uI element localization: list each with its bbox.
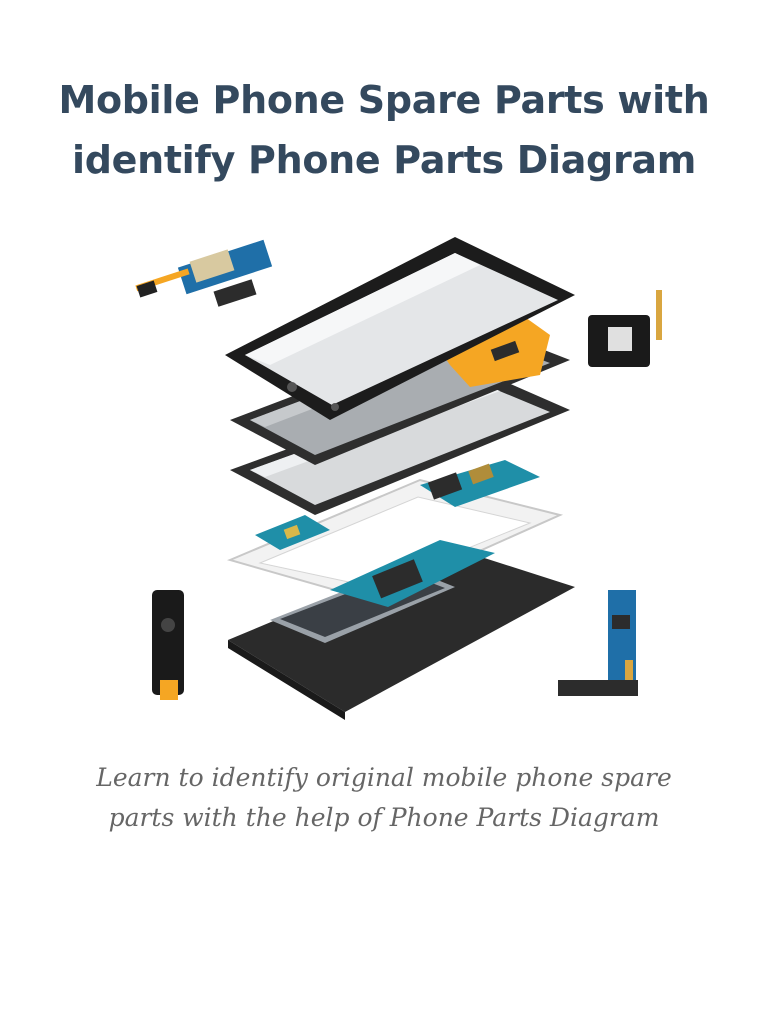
earpiece-assembly: [152, 590, 184, 700]
exploded-phone-parts-diagram: [135, 237, 662, 720]
caption-line-1: Learn to identify original mobile phone …: [96, 763, 672, 792]
title-line-1: Mobile Phone Spare Parts with: [58, 78, 710, 122]
sub-board-flex: [558, 590, 638, 696]
mainboard: [255, 460, 540, 607]
title-line-2: identify Phone Parts Diagram: [71, 138, 697, 182]
page-title: Mobile Phone Spare Parts with identify P…: [0, 70, 768, 190]
back-cover: [228, 547, 575, 720]
caption-line-2: parts with the help of Phone Parts Diagr…: [108, 803, 660, 832]
loudspeaker: [588, 290, 662, 367]
display-flex-cable: [435, 310, 550, 387]
charging-port-flex: [135, 239, 273, 307]
mid-frame: [226, 478, 564, 602]
front-glass: [225, 237, 575, 420]
page-caption: Learn to identify original mobile phone …: [0, 758, 768, 838]
